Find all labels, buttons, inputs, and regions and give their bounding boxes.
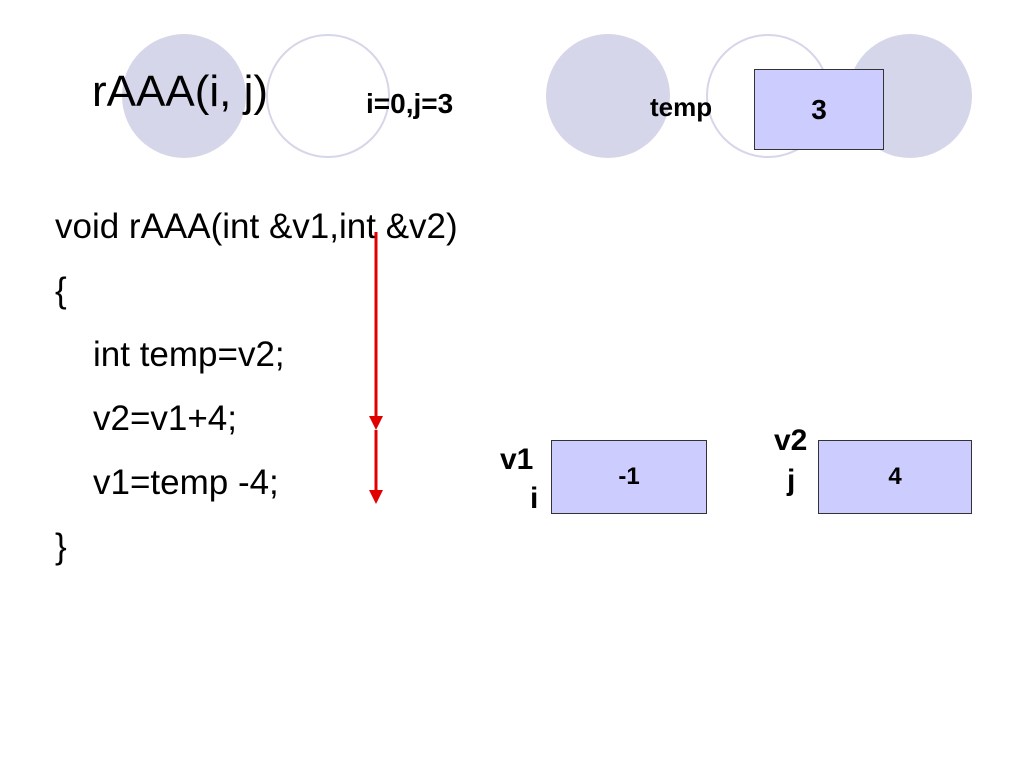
call-state-label: i=0,j=3 xyxy=(366,88,454,119)
slide-title: rAAA(i, j) xyxy=(92,67,268,116)
v1-param-label: v1 xyxy=(500,443,534,476)
v2-value: 4 xyxy=(888,463,902,490)
code-line: v2=v1+4; xyxy=(93,399,237,438)
v1-value-box: -1 xyxy=(551,440,707,514)
decorative-circle xyxy=(266,34,390,158)
code-line: { xyxy=(55,271,67,310)
decorative-circle xyxy=(122,34,246,158)
decorative-circle xyxy=(546,34,670,158)
code-line: void rAAA(int &v1,int &v2) xyxy=(55,207,458,246)
v2-param-label: v2 xyxy=(774,424,808,457)
j-arg-label: j xyxy=(787,464,796,497)
code-line: } xyxy=(55,527,67,566)
i-arg-label: i xyxy=(530,482,539,515)
v2-value-box: 4 xyxy=(818,440,972,514)
code-line: int temp=v2; xyxy=(93,335,285,374)
temp-value-box: 3 xyxy=(754,69,884,150)
code-block: void rAAA(int &v1,int &v2) { int temp=v2… xyxy=(55,202,458,586)
temp-value: 3 xyxy=(811,93,827,125)
temp-var-label: temp xyxy=(650,92,713,122)
v1-value: -1 xyxy=(618,463,640,490)
code-line: v1=temp -4; xyxy=(93,463,279,502)
